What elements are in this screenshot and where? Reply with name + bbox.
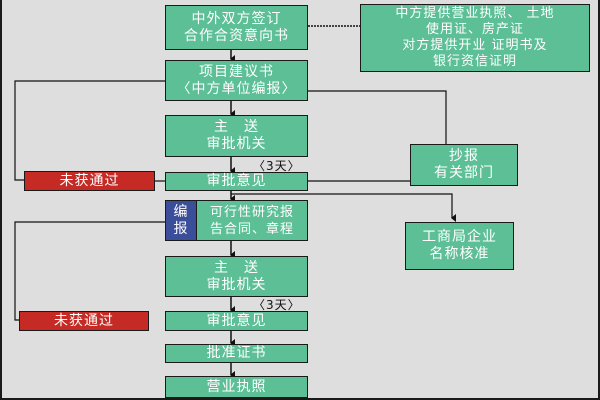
step-sign-intent-line2: 合作合资意向书 [184,27,289,44]
side-name-approval-line1: 工商局企业 [422,229,497,245]
step-sign-intent-line1: 中外双方签订 [191,10,282,27]
step-project-proposal-line2: 〈中方单位编报〉 [176,80,297,97]
step-submit-authority-2-line1: 主 送 [214,259,259,276]
rejected-box-2-label: 未获通过 [54,312,114,329]
loop-rejected-1 [14,80,165,181]
side-name-approval-line2: 名称核准 [429,246,490,262]
step-feasibility-line1: 可行性研究报 [209,204,294,220]
side-documents-line2: 使用证、房产证 [425,22,524,37]
step-feasibility: 可行性研究报 告合同、章程 [196,200,308,241]
side-documents-line1: 中方提供营业执照、 土地 [395,6,555,21]
compile-label-line1: 编 [173,203,189,220]
step-business-license: 营业执照 [165,376,308,398]
side-copy-report: 抄报 有关部门 [410,144,518,186]
loop-rejected-2 [14,221,165,321]
link-proposal-to-copy-report [308,90,447,146]
step-submit-authority-1: 主 送 审批机关 [165,115,308,157]
step-approval-opinion-2: 审批意见 [165,311,308,331]
step-feasibility-line2: 告合同、章程 [209,221,294,237]
side-documents-line3: 对方提供开业 证明书及 [402,38,548,53]
step-submit-authority-2-line2: 审批机关 [206,276,267,293]
side-copy-report-line1: 抄报 [449,148,479,164]
step-approval-opinion-1: 审批意见 [165,172,308,191]
step-sign-intent: 中外双方签订 合作合资意向书 [165,5,308,50]
rejected-box-2: 未获通过 [19,311,149,331]
step-business-license-label: 营业执照 [206,378,267,395]
note-days-2: 〈3天〉 [253,298,301,312]
side-copy-report-line2: 有关部门 [434,165,494,181]
step-approval-certificate: 批准证书 [165,344,308,363]
step-approval-opinion-2-label: 审批意见 [206,312,267,329]
side-documents-line4: 银行资信证明 [432,54,517,69]
side-name-approval: 工商局企业 名称核准 [405,222,514,270]
compile-label-line2: 报 [173,220,189,237]
step-project-proposal-line1: 项目建议书 [199,63,274,80]
step-project-proposal: 项目建议书 〈中方单位编报〉 [165,60,308,101]
step-approval-certificate-label: 批准证书 [206,345,267,361]
rejected-box-1: 未获通过 [24,171,155,191]
side-documents: 中方提供营业执照、 土地 使用证、房产证 对方提供开业 证明书及 银行资信证明 [360,4,590,72]
step-submit-authority-1-line1: 主 送 [214,119,259,135]
step-submit-authority-2: 主 送 审批机关 [165,256,308,297]
note-days-1: 〈3天〉 [253,159,301,173]
step-compile-label: 编 报 [165,200,197,241]
step-submit-authority-1-line2: 审批机关 [206,136,267,152]
rejected-box-1-label: 未获通过 [59,172,120,189]
step-approval-opinion-1-label: 审批意见 [206,173,267,189]
